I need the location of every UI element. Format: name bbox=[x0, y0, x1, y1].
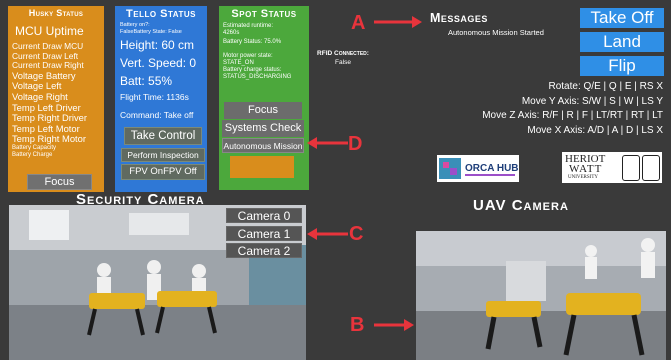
annotation-c-arrow bbox=[307, 228, 348, 240]
camera-0-button[interactable]: Camera 0 bbox=[226, 208, 302, 223]
husky-metric-row: Temp Left Driver bbox=[12, 101, 81, 113]
security-camera-feed bbox=[9, 205, 306, 360]
tello-vert-speed: Vert. Speed: 0 bbox=[120, 56, 197, 70]
camera-1-button[interactable]: Camera 1 bbox=[226, 226, 302, 241]
controls-help: Rotate: Q/E | Q | E | RS X Move Y Axis: … bbox=[482, 80, 663, 138]
systems-check-button[interactable]: Systems Check bbox=[222, 120, 304, 137]
annotation-a-arrow bbox=[374, 16, 422, 28]
fpv-toggle-button[interactable]: FPV OnFPV Off bbox=[121, 164, 205, 180]
annotation-d: D bbox=[348, 133, 363, 155]
spot-runtime-value: 4260s bbox=[223, 30, 240, 36]
controls-move-y: Move Y Axis: S/W | S | W | LS Y bbox=[521, 95, 663, 107]
uav-camera-feed bbox=[416, 231, 666, 360]
take-off-button[interactable]: Take Off bbox=[580, 8, 664, 28]
annotation-d-arrow bbox=[307, 137, 348, 149]
rfid-value: False bbox=[335, 59, 351, 66]
orca-hub-logo-text: ORCA HUB bbox=[465, 163, 519, 174]
annotation-b-arrow bbox=[374, 319, 414, 331]
controls-move-z: Move Z Axis: R/F | R | F | LT/RT | RT | … bbox=[482, 110, 663, 121]
spot-status-indicator bbox=[230, 156, 294, 178]
spot-status-title: Spot Status bbox=[231, 8, 297, 20]
hw-line3: UNIVERSITY bbox=[568, 175, 598, 180]
perform-inspection-button[interactable]: Perform Inspection bbox=[121, 148, 205, 162]
security-camera-image bbox=[9, 205, 306, 360]
messages-title: Messages bbox=[430, 11, 488, 25]
rfid-label: RFID Connected: bbox=[317, 50, 369, 57]
husky-status-title: Husky Status bbox=[28, 8, 84, 18]
take-control-button[interactable]: Take Control bbox=[124, 127, 202, 145]
husky-metric-row: Current Draw MCU bbox=[12, 41, 84, 51]
spot-charge-value: STATUS_DISCHARGING bbox=[223, 74, 292, 80]
heriot-watt-logo: HERIOT WATT UNIVERSITY bbox=[562, 152, 662, 183]
tello-height: Height: 60 cm bbox=[120, 38, 195, 52]
husky-metric-row: Current Draw Right bbox=[12, 60, 84, 71]
autonomous-mission-button[interactable]: Autonomous Mission bbox=[222, 138, 304, 153]
hw-line2: WATT bbox=[569, 163, 603, 175]
edinburgh-crest-icon bbox=[642, 155, 660, 181]
land-button[interactable]: Land bbox=[580, 32, 664, 52]
messages-body: Autonomous Mission Started bbox=[448, 28, 544, 37]
husky-metric-row: Current Draw Left bbox=[12, 50, 79, 61]
husky-status-panel: Husky Status MCU Uptime Current Draw MCU… bbox=[8, 6, 104, 192]
husky-metric-row: Battery Capacity bbox=[12, 144, 57, 151]
annotation-a: A bbox=[351, 12, 366, 34]
spot-battery-status: Battery Status: 75.0% bbox=[223, 39, 282, 45]
tello-battery-low-label: Battery on?: bbox=[120, 22, 150, 28]
uav-camera-title: UAV Camera bbox=[473, 197, 569, 214]
hw-crest-icon bbox=[622, 155, 640, 181]
annotation-b: B bbox=[350, 314, 365, 336]
husky-metric-row: Temp Right Motor bbox=[12, 133, 86, 145]
spot-charge-label: Battery charge status: bbox=[223, 67, 282, 73]
rfid-status: RFID Connected: False bbox=[309, 49, 377, 67]
tello-battery: Batt: 55% bbox=[120, 74, 173, 88]
flip-button[interactable]: Flip bbox=[580, 56, 664, 76]
spot-motor-value: STATE_ON bbox=[223, 60, 254, 66]
tello-flight-time: Flight Time: 1136s bbox=[120, 92, 189, 102]
husky-focus-button[interactable]: Focus bbox=[27, 174, 92, 190]
tello-status-title: Tello Status bbox=[126, 8, 196, 20]
uav-camera-image bbox=[416, 231, 666, 360]
security-camera-title: Security Camera bbox=[76, 191, 205, 208]
tello-battery-state: FalseBattery State: False bbox=[120, 28, 182, 35]
tello-command: Command: Take off bbox=[120, 110, 194, 120]
mcu-uptime-label: MCU Uptime bbox=[15, 24, 84, 38]
spot-focus-button[interactable]: Focus bbox=[224, 102, 302, 119]
husky-metric-row: Voltage Right bbox=[12, 90, 68, 102]
orca-hub-logo: ORCA HUB bbox=[437, 155, 519, 182]
camera-2-button[interactable]: Camera 2 bbox=[226, 243, 302, 258]
spot-runtime-label: Estimated runtime: bbox=[223, 23, 274, 29]
orca-hub-logo-graphic: ORCA HUB bbox=[439, 158, 519, 179]
husky-metric-row: Battery Charge bbox=[12, 151, 53, 158]
annotation-c: C bbox=[349, 223, 364, 245]
controls-move-x: Move X Axis: A/D | A | D | LS X bbox=[527, 124, 663, 136]
controls-rotate: Rotate: Q/E | Q | E | RS X bbox=[548, 81, 664, 92]
husky-metric-row: Temp Right Driver bbox=[12, 112, 88, 124]
husky-metric-row: Temp Left Motor bbox=[12, 122, 80, 134]
spot-motor-label: Motor power state: bbox=[223, 53, 273, 59]
husky-metric-row: Voltage Battery bbox=[12, 69, 76, 81]
husky-metric-row: Voltage Left bbox=[12, 80, 62, 92]
hw-line1: HERIOT bbox=[565, 153, 606, 165]
